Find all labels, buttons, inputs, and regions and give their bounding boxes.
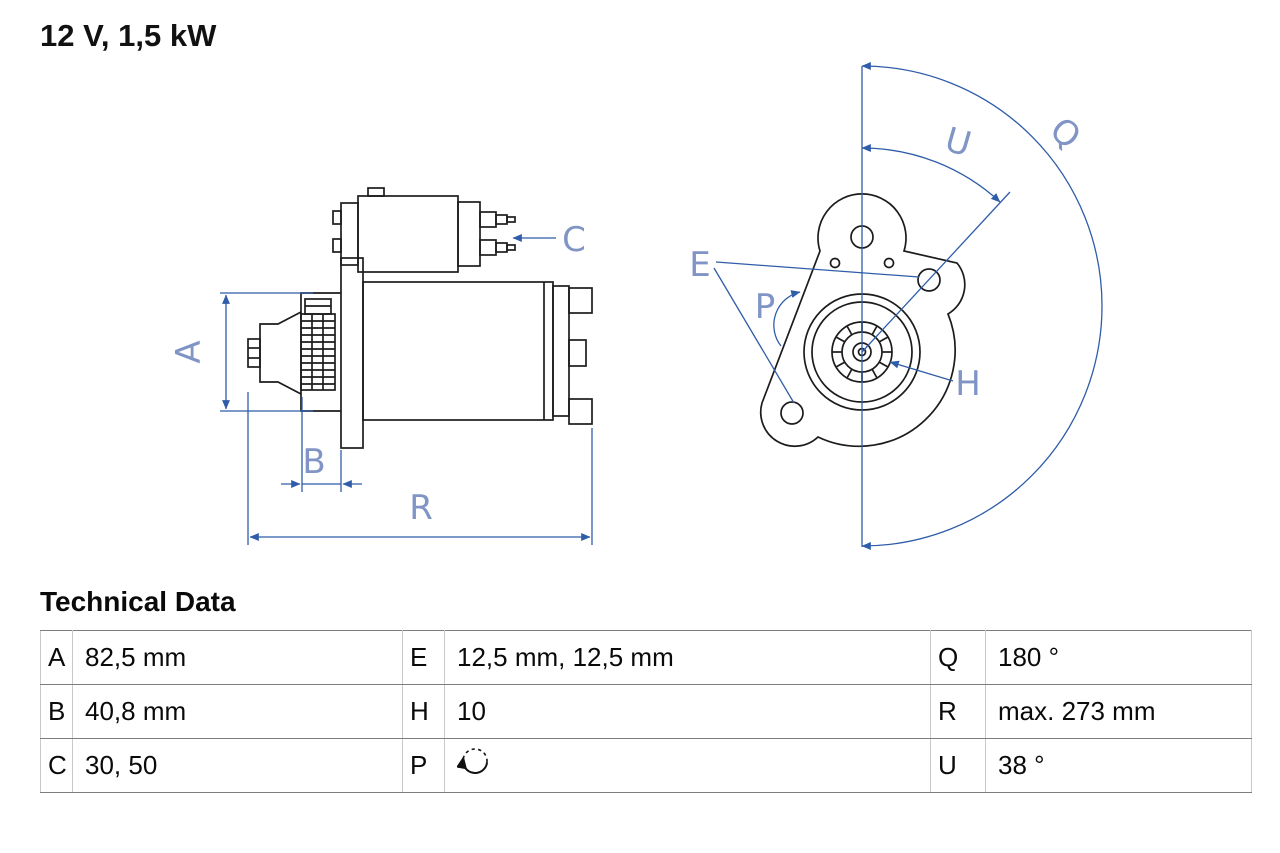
- table-row: B 40,8 mm H 10 R max. 273 mm: [40, 684, 1252, 739]
- dim-key-cell: B: [40, 684, 73, 739]
- dim-value-cell: 40,8 mm: [72, 684, 403, 739]
- dim-key-cell: H: [402, 684, 445, 739]
- label-P: P: [755, 287, 776, 327]
- dim-value-cell: [444, 738, 931, 793]
- table-row: C 30, 50 P: [40, 738, 1252, 793]
- dim-value-cell: 30, 50: [72, 738, 403, 793]
- technical-drawing: A B C R E P H U Q: [169, 62, 1103, 550]
- dim-key-cell: C: [40, 738, 73, 793]
- label-U: U: [941, 120, 976, 165]
- dim-key-cell: E: [402, 630, 445, 685]
- label-Q: Q: [1042, 110, 1088, 158]
- label-E: E: [689, 245, 710, 285]
- front-view-dimensions: [713, 62, 1103, 550]
- side-view: [247, 187, 593, 449]
- dim-key-cell: P: [402, 738, 445, 793]
- dim-value-cell: 10: [444, 684, 931, 739]
- dim-value-cell: 38 °: [985, 738, 1252, 793]
- dim-key-cell: R: [930, 684, 986, 739]
- dim-key-cell: Q: [930, 630, 986, 685]
- dim-key-cell: U: [930, 738, 986, 793]
- label-R: R: [409, 488, 433, 528]
- dim-value-cell: 180 °: [985, 630, 1252, 685]
- label-A: A: [169, 340, 209, 363]
- dim-value-cell: max. 273 mm: [985, 684, 1252, 739]
- product-title: 12 V, 1,5 kW: [40, 18, 217, 53]
- front-view: [759, 193, 966, 448]
- dim-value-cell: 82,5 mm: [72, 630, 403, 685]
- technical-data-heading: Technical Data: [40, 586, 236, 617]
- side-view-dimensions: [220, 234, 593, 545]
- label-H: H: [955, 364, 981, 404]
- label-C: C: [562, 220, 586, 260]
- dim-key-cell: A: [40, 630, 73, 685]
- label-B: B: [302, 442, 325, 482]
- rotation-ccw-icon: [455, 744, 493, 787]
- table-row: A 82,5 mm E 12,5 mm, 12,5 mm Q 180 °: [40, 630, 1252, 685]
- technical-data-table: A 82,5 mm E 12,5 mm, 12,5 mm Q 180 ° B 4…: [40, 630, 1252, 793]
- dim-value-cell: 12,5 mm, 12,5 mm: [444, 630, 931, 685]
